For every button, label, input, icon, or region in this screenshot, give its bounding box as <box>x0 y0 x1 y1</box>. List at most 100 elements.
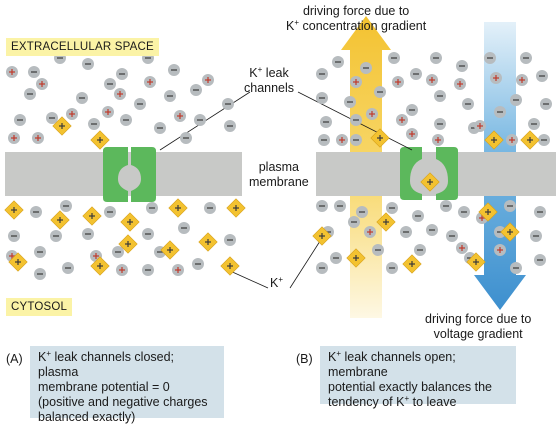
positive-ion <box>336 134 348 146</box>
negative-ion <box>374 86 386 98</box>
potassium-ion <box>478 202 498 222</box>
negative-ion <box>330 252 342 264</box>
positive-ion <box>456 242 468 254</box>
negative-ion <box>386 202 398 214</box>
negative-ion <box>386 262 398 274</box>
positive-ion <box>474 120 486 132</box>
positive-ion <box>114 88 126 100</box>
negative-ion <box>14 114 26 126</box>
positive-ion <box>516 74 528 86</box>
positive-ion <box>8 132 20 144</box>
negative-ion <box>440 200 452 212</box>
negative-ion <box>168 64 180 76</box>
negative-ion <box>406 104 418 116</box>
potassium-ion <box>90 256 110 276</box>
positive-ion <box>350 76 362 88</box>
positive-ion <box>174 110 186 122</box>
leak-channel-open <box>400 147 458 200</box>
negative-ion <box>50 230 62 242</box>
potassium-ion <box>52 116 72 136</box>
potassium-ion <box>402 254 422 274</box>
positive-ion <box>392 76 404 88</box>
positive-ion <box>66 108 78 120</box>
potassium-ion <box>118 234 138 254</box>
negative-ion <box>192 258 204 270</box>
potassium-ion <box>376 212 396 232</box>
potassium-ion <box>466 252 486 272</box>
negative-ion <box>180 132 192 144</box>
negative-ion <box>222 98 234 110</box>
potassium-ion <box>168 198 188 218</box>
negative-ion <box>494 106 506 118</box>
positive-ion <box>490 72 502 84</box>
caption-b: K+ leak channels open; membrane potentia… <box>320 346 516 409</box>
negative-ion <box>142 264 154 276</box>
negative-ion <box>164 90 176 102</box>
negative-ion <box>224 120 236 132</box>
negative-ion <box>62 262 74 274</box>
positive-ion <box>364 226 376 238</box>
negative-ion <box>360 62 372 74</box>
potassium-ion <box>90 130 110 150</box>
positive-ion <box>172 264 184 276</box>
negative-ion <box>334 200 346 212</box>
negative-ion <box>134 98 146 110</box>
positive-ion <box>102 106 114 118</box>
k-ion-label: K+ <box>270 274 284 290</box>
negative-ion <box>344 96 356 108</box>
negative-ion <box>540 98 552 110</box>
potassium-ion <box>8 252 28 272</box>
negative-ion <box>28 66 40 78</box>
positive-ion <box>432 134 444 146</box>
negative-ion <box>24 88 36 100</box>
negative-ion <box>534 254 546 266</box>
negative-ion <box>332 56 344 68</box>
negative-ion <box>510 262 522 274</box>
cytosol-label: CYTOSOL <box>6 298 73 316</box>
negative-ion <box>194 114 206 126</box>
potassium-ion <box>520 130 540 150</box>
negative-ion <box>146 202 158 214</box>
negative-ion <box>104 206 116 218</box>
negative-ion <box>204 202 216 214</box>
negative-ion <box>142 228 154 240</box>
negative-ion <box>510 94 522 106</box>
negative-ion <box>388 52 400 64</box>
negative-ion <box>446 230 458 242</box>
negative-ion <box>320 116 332 128</box>
negative-ion <box>178 222 190 234</box>
negative-ion <box>350 134 362 146</box>
negative-ion <box>116 68 128 80</box>
potassium-ion <box>198 232 218 252</box>
positive-ion <box>426 74 438 86</box>
negative-ion <box>30 206 42 218</box>
negative-ion <box>520 52 532 64</box>
negative-ion <box>112 246 124 258</box>
negative-ion <box>46 112 58 124</box>
plasma-membrane-b <box>316 152 556 196</box>
positive-ion <box>144 76 156 88</box>
extracellular-space-label: EXTRACELLULAR SPACE <box>6 38 159 56</box>
negative-ion <box>120 114 132 126</box>
potassium-ion <box>484 130 504 150</box>
potassium-ion <box>160 240 180 260</box>
positive-ion <box>36 78 48 90</box>
potassium-ion <box>50 210 70 230</box>
potassium-ion <box>4 200 24 220</box>
negative-ion <box>316 92 328 104</box>
negative-ion <box>414 244 426 256</box>
negative-ion <box>88 118 100 130</box>
negative-ion <box>536 70 548 82</box>
negative-ion <box>372 244 384 256</box>
positive-ion <box>32 132 44 144</box>
potassium-ion <box>346 248 366 268</box>
negative-ion <box>534 206 546 218</box>
potassium-ion <box>120 212 140 232</box>
negative-ion <box>412 210 424 222</box>
negative-ion <box>462 98 474 110</box>
negative-ion <box>350 114 362 126</box>
positive-ion <box>116 264 128 276</box>
negative-ion <box>434 118 446 130</box>
potassium-ion <box>82 206 102 226</box>
